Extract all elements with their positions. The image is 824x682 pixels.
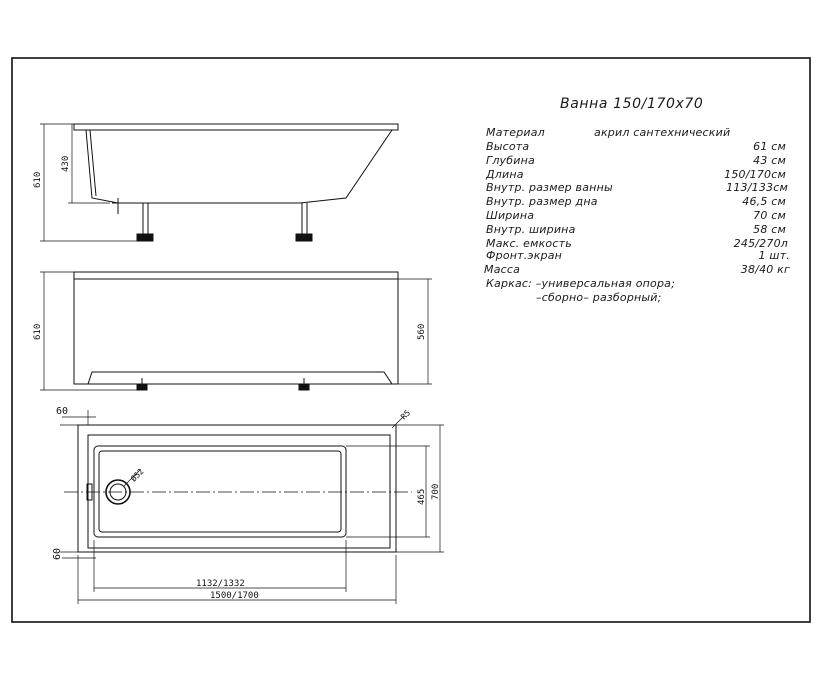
front-view (40, 271, 432, 391)
side-view (40, 123, 399, 242)
sheet-frame (11, 57, 811, 623)
side-view-inner-line (89, 129, 97, 197)
side-view-body (85, 129, 393, 204)
spec-value-screen: 1 шт. (758, 249, 790, 262)
dim-total-length: 1500/1700 (210, 591, 259, 601)
dim-bottom-edge: 60 (52, 548, 63, 560)
dim-front-height: 610 (33, 324, 43, 340)
spec-value-height: 61 см (753, 140, 786, 153)
front-view-foot-left (136, 378, 148, 391)
spec-label-inner-width: Внутр. ширина (486, 223, 576, 236)
spec-frame-line1: Каркас: –универсальная опора; (486, 277, 675, 290)
dim-side-depth: 430 (61, 156, 71, 172)
dim-inner-length: 1132/1332 (196, 579, 245, 589)
top-view-bottom (98, 450, 342, 533)
spec-value-inner-width: 58 см (753, 223, 786, 236)
top-view (60, 410, 444, 604)
spec-value-capacity: 245/270л (733, 237, 788, 250)
spec-label-capacity: Макс. емкость (486, 237, 572, 250)
overflow-icon (86, 483, 93, 501)
dim-total-width: 700 (431, 484, 441, 500)
front-view-screen (73, 279, 399, 385)
spec-value-depth: 43 см (753, 154, 786, 167)
side-view-rim (73, 123, 399, 131)
drain-icon (105, 479, 131, 505)
side-view-leg-right (295, 203, 313, 242)
side-view-drain (112, 198, 126, 214)
side-view-leg-left (136, 203, 154, 242)
spec-label-material: Материал (486, 126, 545, 139)
spec-label-height: Высота (486, 140, 530, 153)
top-view-rim-inner (87, 434, 391, 549)
spec-value-length: 150/170см (724, 168, 786, 181)
dim-side-height: 610 (33, 172, 43, 188)
product-title: Ванна 150/170х70 (560, 96, 704, 112)
spec-label-screen: Фронт.экран (486, 249, 563, 262)
spec-label-bottom-size: Внутр. размер дна (486, 195, 598, 208)
front-view-bottom (87, 371, 393, 385)
top-view-bowl (93, 445, 347, 538)
dim-drain: Ø52 (128, 466, 145, 483)
spec-label-length: Длина (486, 168, 524, 181)
front-view-foot-right (298, 378, 310, 391)
dim-front-screen: 560 (417, 324, 427, 340)
spec-label-depth: Глубина (486, 154, 535, 167)
spec-label-inner-size: Внутр. размер ванны (486, 181, 613, 194)
spec-frame-line2: –сборно– разборный; (536, 291, 662, 304)
spec-label-width: Ширина (486, 209, 535, 222)
spec-value-mass: 38/40 кг (740, 263, 790, 276)
spec-value-bottom-size: 46,5 см (742, 195, 786, 208)
spec-value-width: 70 см (753, 209, 786, 222)
dim-top-edge: 60 (56, 406, 68, 417)
spec-label-mass: Масса (484, 263, 521, 276)
spec-value-inner-size: 113/133см (726, 181, 788, 194)
front-view-rim (73, 271, 399, 280)
top-view-outline (77, 424, 397, 553)
dim-inner-width: 465 (417, 489, 427, 505)
spec-extra-material: акрил сантехнический (594, 126, 731, 139)
